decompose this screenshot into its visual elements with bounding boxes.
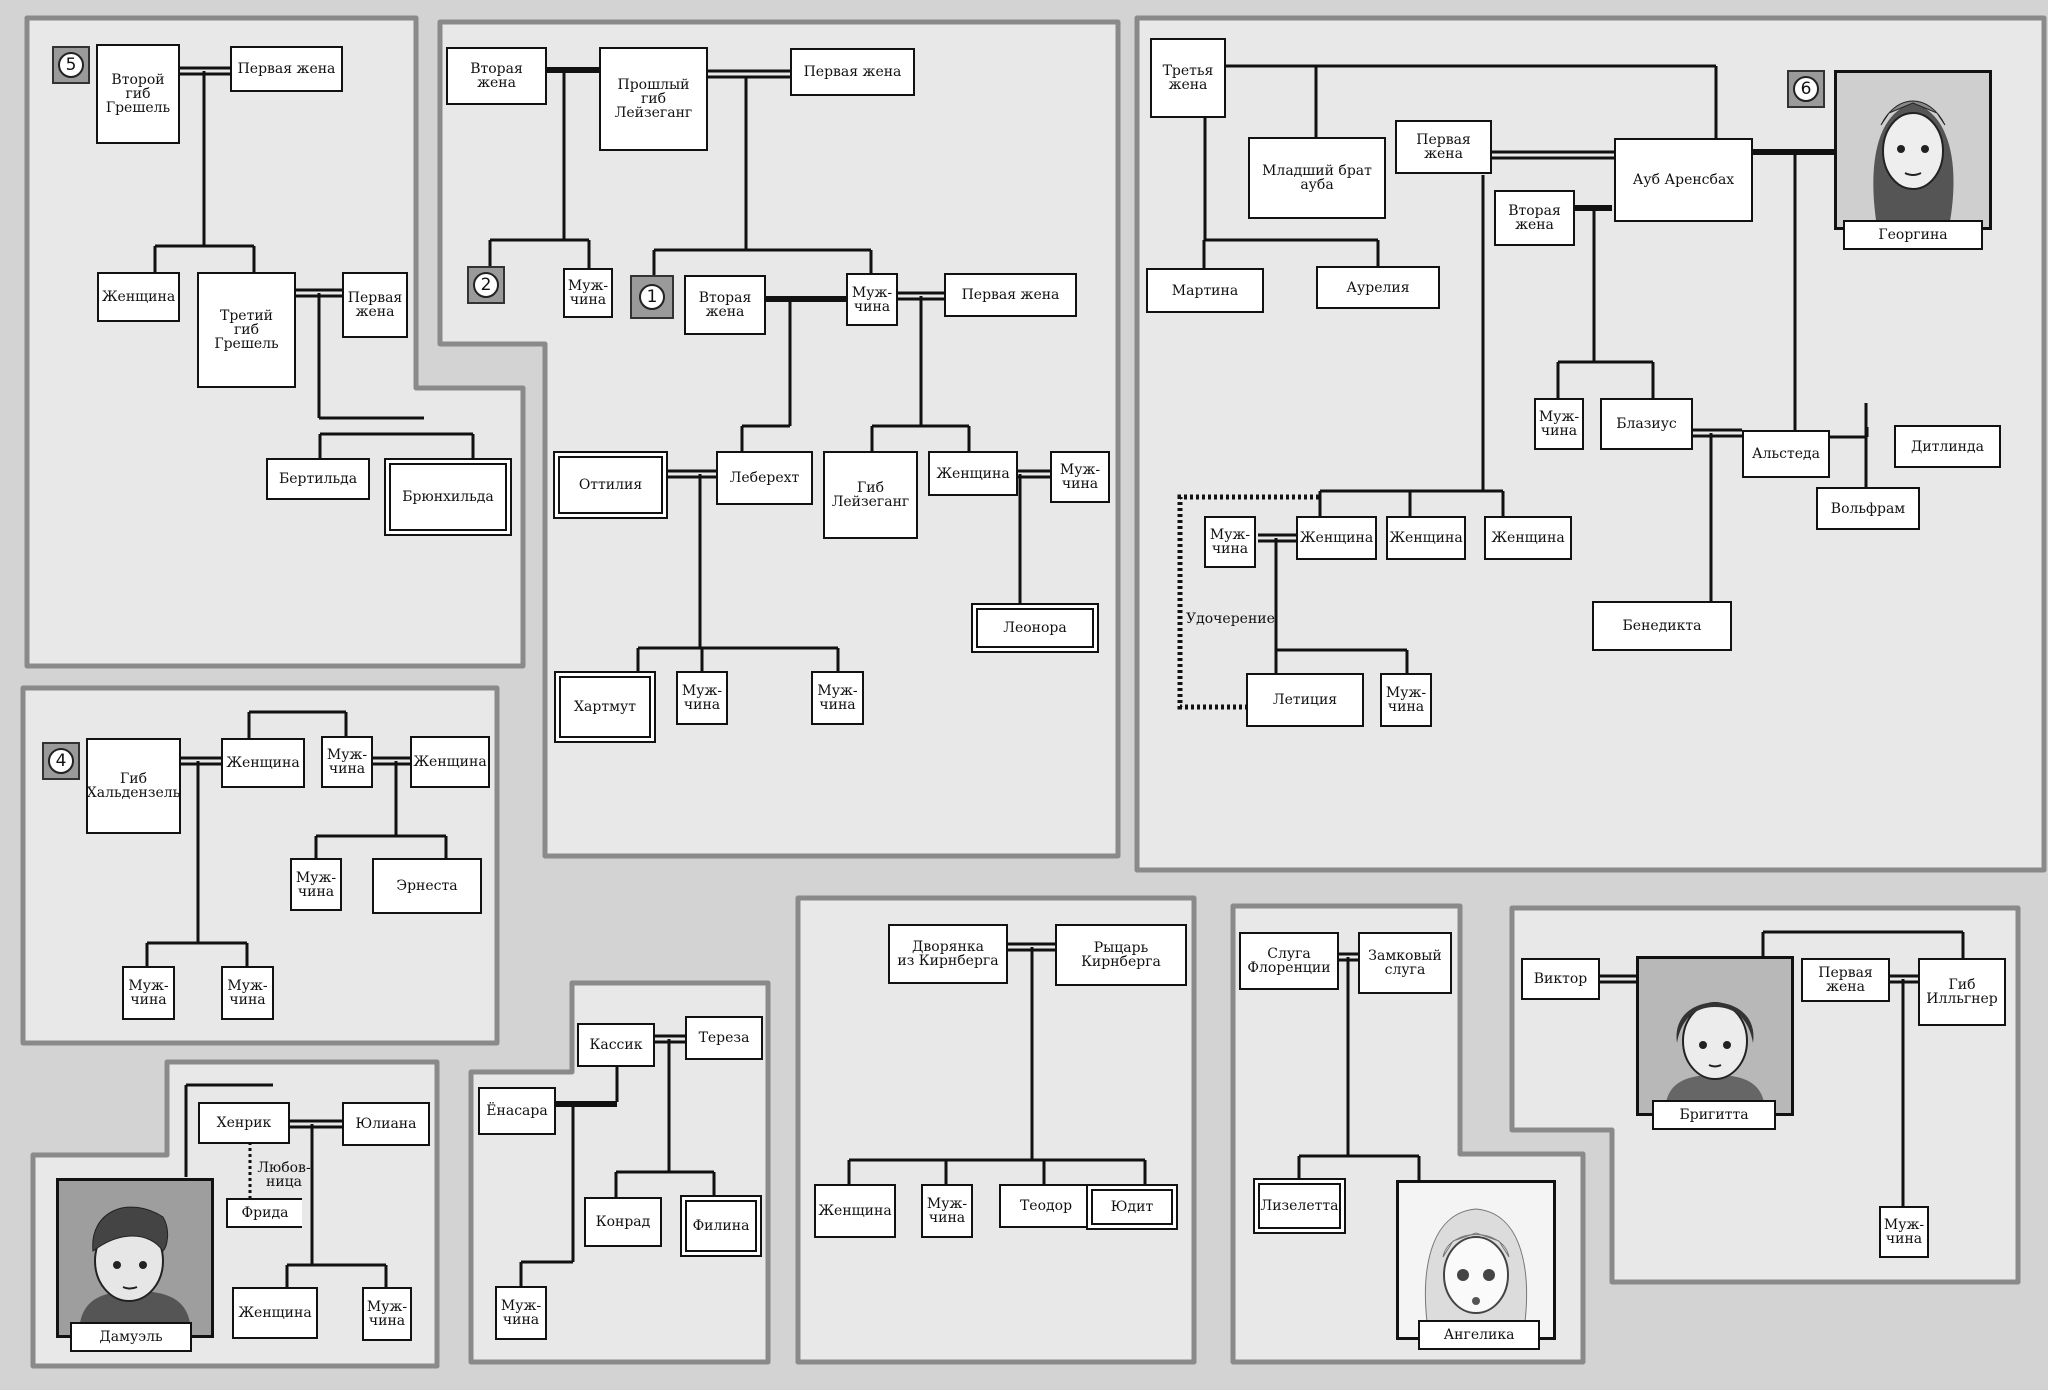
node-alsteda: Альстеда [1742,430,1830,478]
node-viktor: Виктор [1521,958,1600,1000]
node-pervaya-zhena: Первая жена [1801,958,1890,1002]
badge-1: 1 [630,275,674,319]
node-enasara: Ёнасара [478,1087,556,1135]
node-zhenshchina-2: Женщина [410,736,490,788]
node-vtoraya-zhena: Вторая жена [684,275,766,335]
badge-4: 4 [42,742,80,780]
node-zamkovyi-sluga: Замковый слуга [1358,932,1452,994]
node-vtoroi-gib-greshel: Второй гиб Грешель [96,44,180,144]
node-kassik: Кассик [577,1023,655,1067]
node-ottiliya: Оттилия [553,451,668,519]
badge-5: 5 [52,46,90,84]
node-pervaya-zhena: Первая жена [944,273,1077,317]
node-letitsiya: Летиция [1246,673,1364,727]
node-muzhchina: Муж- чина [921,1184,973,1238]
woman-portrait-icon [1837,73,1989,227]
node-muzhchina-4: Муж- чина [221,966,274,1020]
node-muzhchina: Муж- чина [495,1286,547,1340]
node-proshlyi-gib-leizegang: Прошлый гиб Лейзеганг [599,47,708,151]
node-muzhchina-3: Муж- чина [1380,673,1432,727]
label-angelika: Ангелика [1418,1320,1540,1350]
node-yuliana: Юлиана [342,1102,430,1146]
portrait-brigitta [1636,956,1794,1116]
node-martina: Мартина [1146,268,1264,313]
node-aub-arensbakh: Ауб Аренсбах [1614,138,1753,222]
node-tereza: Тереза [685,1016,763,1060]
node-zhenshchina: Женщина [814,1184,896,1238]
node-volfram: Вольфрам [1816,487,1920,530]
node-pervaya-zhena: Первая жена [230,46,343,92]
node-muzhchina-2: Муж- чина [1204,516,1256,568]
node-muzhchina: Муж- чина [321,736,373,788]
node-lizeletta: Лизелетта [1253,1178,1346,1234]
panel-1 [437,19,1121,859]
node-bertilda: Бертильда [266,458,370,500]
node-ernesta: Эрнеста [372,858,482,914]
node-muzhchina: Муж- чина [1879,1206,1929,1258]
label-damuel: Дамуэль [70,1322,192,1352]
node-konrad: Конрад [584,1197,662,1247]
node-sluga-florentsii: Слуга Флоренции [1239,932,1339,990]
node-khartmut: Хартмут [554,671,656,743]
node-muzhchina-3: Муж- чина [122,966,175,1020]
node-muzhchina-2: Муж- чина [290,858,342,911]
node-leberekht: Леберехт [716,451,813,505]
node-khenrik: Хенрик [198,1102,290,1144]
badge-2: 2 [467,266,505,304]
node-aureliya: Аурелия [1316,266,1440,309]
panel-kirnberg [795,895,1197,1365]
node-zhenshchina-1: Женщина [221,738,305,788]
node-yudit: Юдит [1086,1184,1178,1230]
woman-portrait-icon-2 [1639,959,1791,1113]
node-filina: Филина [680,1195,762,1257]
node-leonora: Леонора [971,603,1099,653]
label-georgina: Георгина [1843,220,1983,250]
node-muzhchina-center: Муж- чина [846,273,898,326]
node-rytsar-kirnberga: Рыцарь Кирнберга [1055,924,1187,986]
node-blazius: Блазиус [1600,398,1693,450]
node-teodor: Теодор [999,1184,1093,1228]
badge-6: 6 [1787,70,1825,108]
node-gib-leizegang: Гиб Лейзеганг [823,451,918,539]
node-frida: Фрида [226,1198,302,1228]
node-zhenshchina: Женщина [97,272,180,322]
portrait-georgina [1834,70,1992,230]
portrait-damuel [56,1178,214,1338]
node-zhenshchina-2: Женщина [1386,516,1466,560]
node-tretya-zhena: Третья жена [1150,38,1226,118]
node-muzhchina-b1: Муж- чина [676,671,728,725]
label-lyubovnitsa: Любов- ница [257,1160,311,1190]
man-portrait-icon [59,1181,211,1335]
node-bryunkhilda: Брюнхильда [384,458,512,536]
node-muzhchina: Муж- чина [1534,398,1584,450]
node-muzhchina: Муж- чина [362,1287,412,1341]
node-gib-khaldenzel: Гиб Хальдензель [86,738,181,834]
panel-6 [1134,15,2047,873]
node-pervaya-zhena: Первая жена [1395,120,1492,174]
label-udocherenie: Удочерение [1186,611,1275,627]
node-benedikta: Бенедикта [1592,601,1732,651]
node-tretii-gib-greshel: Третий гиб Грешель [197,272,296,388]
node-zhenshchina-1: Женщина [1296,516,1377,560]
node-gib-illgner: Гиб Илльгнер [1918,958,2006,1026]
node-muzhchina-right: Муж- чина [1050,451,1110,503]
node-pervaya-zhena-top: Первая жена [790,48,915,96]
node-zhenshchina: Женщина [232,1287,318,1339]
node-pervaya-zhena-2: Первая жена [342,272,408,338]
girl-portrait-icon [1399,1183,1553,1337]
node-ditlinda: Дитлинда [1894,425,2001,468]
node-vtoraya-zhena-top: Вторая жена [446,47,547,105]
label-brigitta: Бригитта [1652,1100,1776,1130]
node-dvoryanka-iz-kirnberga: Дворянка из Кирнберга [888,924,1008,984]
node-muzhchina-b2: Муж- чина [811,671,864,725]
node-zhenshchina-3: Женщина [1484,516,1572,560]
node-vtoraya-zhena: Вторая жена [1494,190,1575,246]
node-mladshii-brat-auba: Младший брат ауба [1248,137,1386,219]
node-muzhchina-left: Муж- чина [563,268,613,318]
node-zhenshchina: Женщина [928,451,1018,496]
portrait-angelika [1396,1180,1556,1340]
